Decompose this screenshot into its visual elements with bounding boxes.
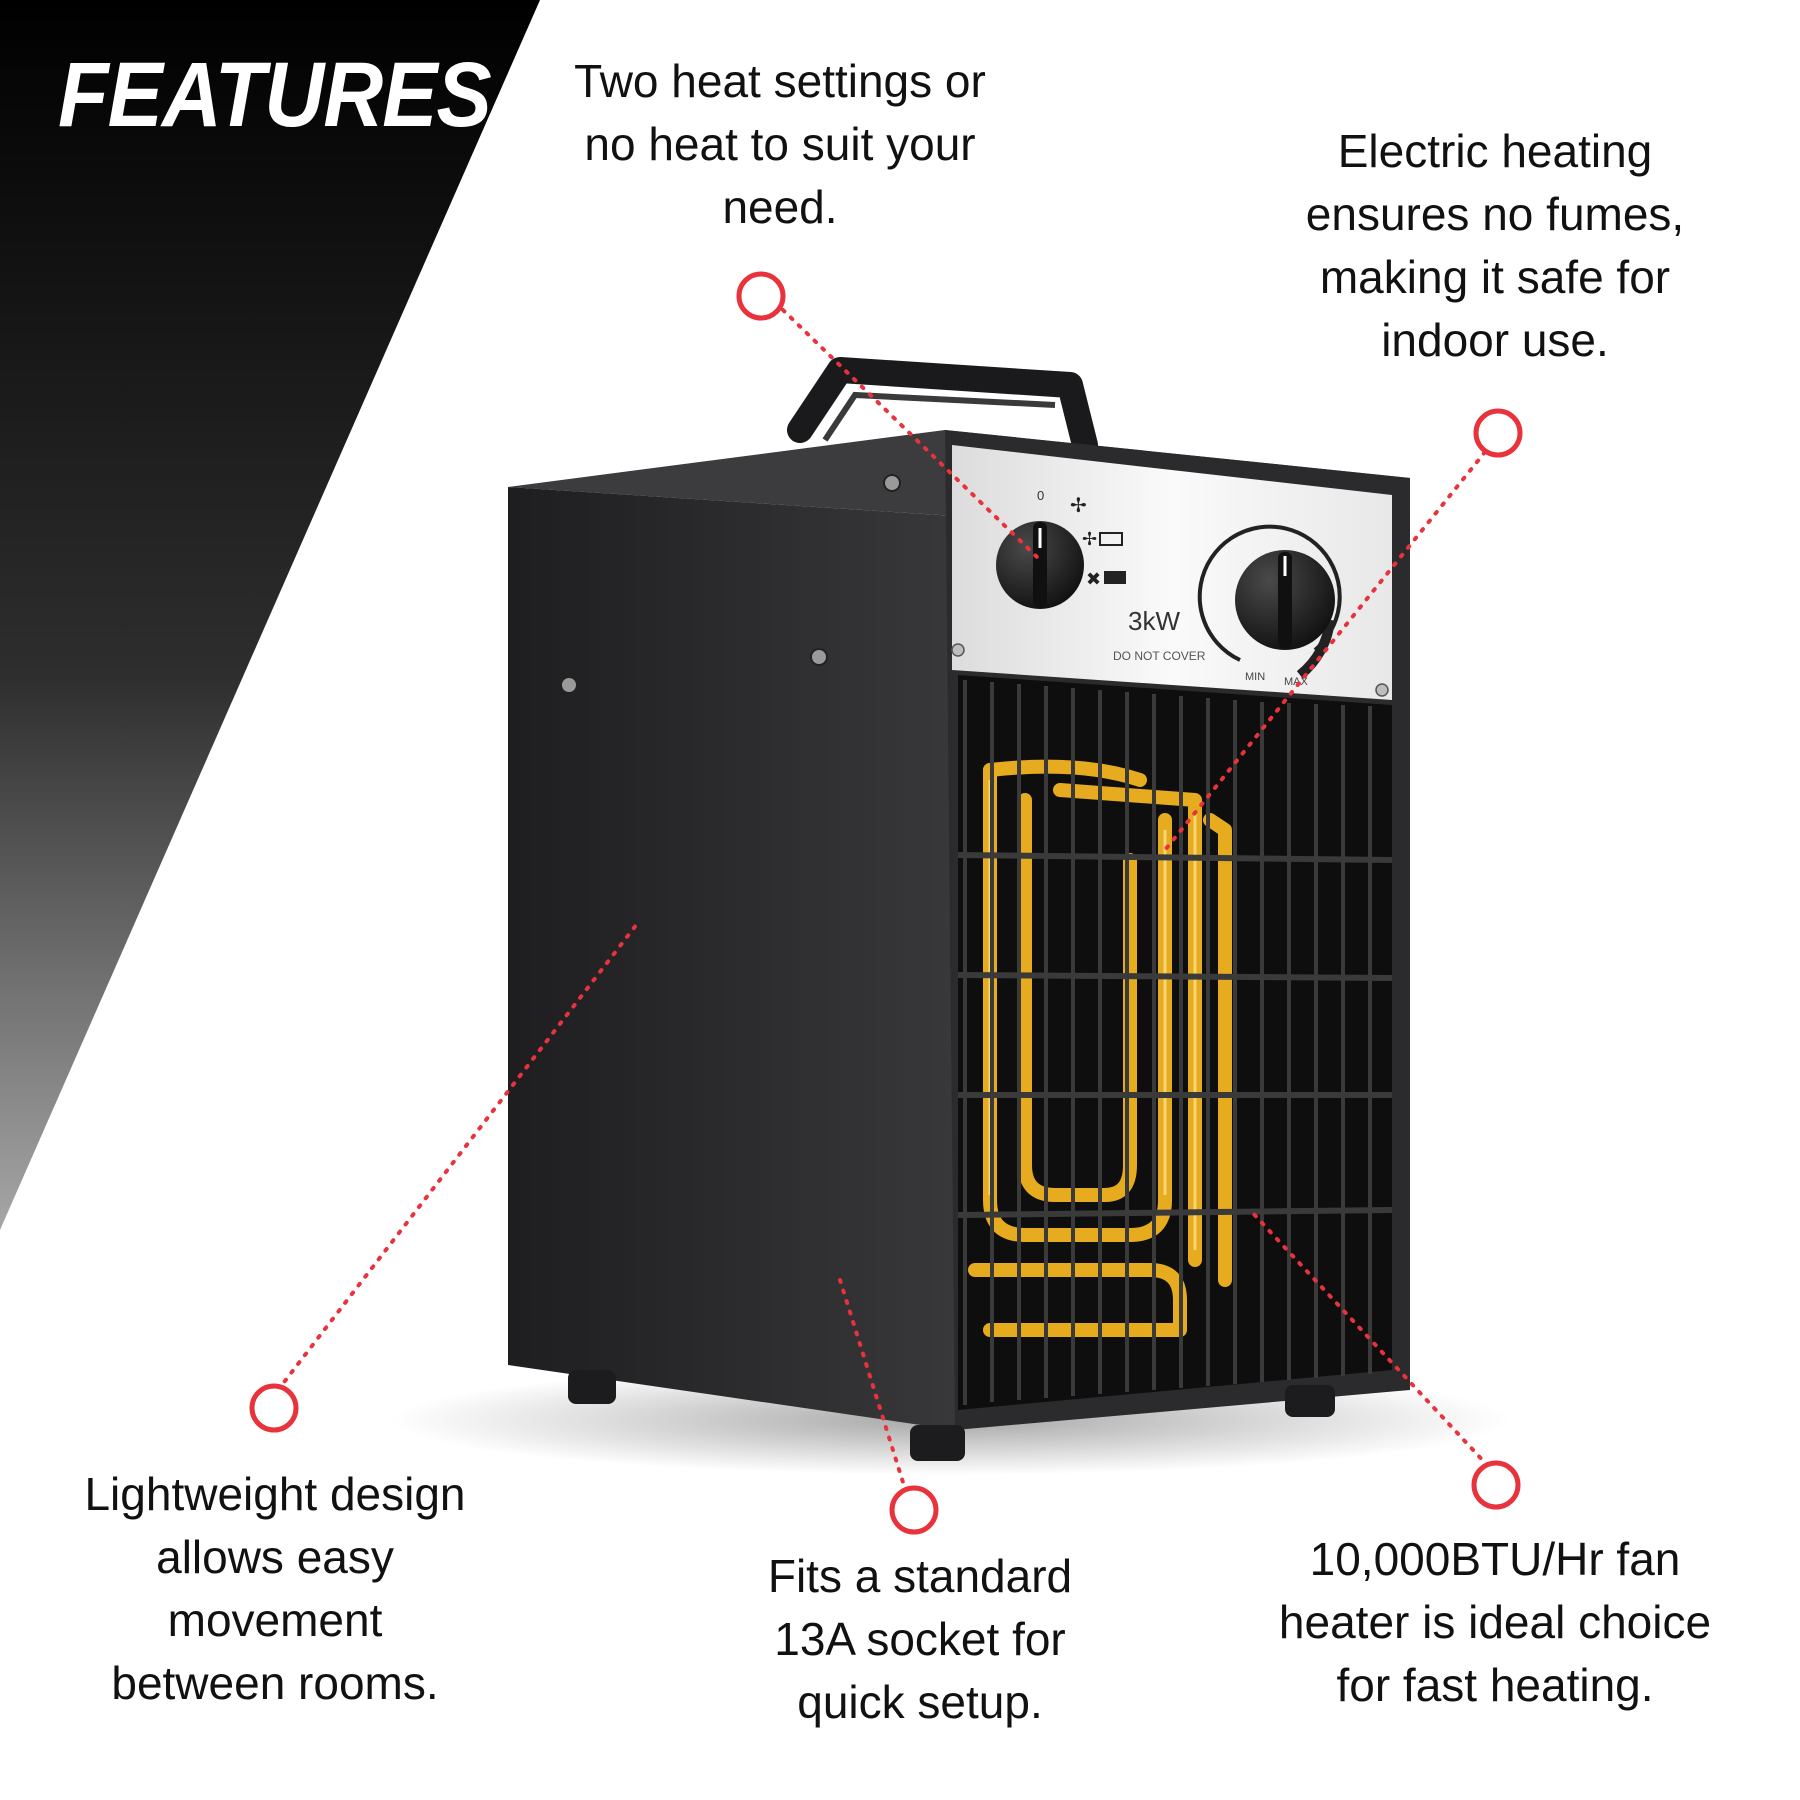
fan-only-icon: ✢ <box>1070 493 1087 517</box>
feature-line: need. <box>722 181 838 233</box>
svg-text:✢: ✢ <box>1082 529 1097 550</box>
feature-line: Fits a standard <box>767 1550 1073 1602</box>
thermostat-dial[interactable] <box>1197 524 1342 679</box>
feature-line: making it safe for <box>1319 251 1671 303</box>
side-screws <box>560 474 901 694</box>
full-heat-icon: ✖ <box>1086 569 1126 590</box>
carry-handle <box>787 357 1098 458</box>
heading-banner <box>0 0 540 1230</box>
half-heat-icon: ✢ <box>1082 529 1123 550</box>
heater-feet <box>568 1370 1335 1461</box>
svg-text:✢: ✢ <box>1070 493 1087 517</box>
feature-line: for fast heating. <box>1336 1659 1654 1711</box>
power-rating-label: 3kW <box>1128 606 1180 636</box>
feature-line: no heat to suit your <box>584 118 976 170</box>
feature-line: quick setup. <box>797 1676 1043 1728</box>
feature-line: ensures no fumes, <box>1305 188 1685 240</box>
feature-heat-settings: Two heat settings or no heat to suit you… <box>520 50 1040 239</box>
heat-setting-knob[interactable] <box>996 521 1084 609</box>
dial-min-label: MIN <box>1245 671 1265 683</box>
feature-line: between rooms. <box>111 1657 439 1709</box>
feature-line: heater is ideal choice <box>1278 1596 1712 1648</box>
feature-standard-socket: Fits a standard 13A socket for quick set… <box>680 1545 1160 1734</box>
feature-line: Electric heating <box>1337 125 1653 177</box>
callout-marker-socket <box>889 1485 939 1535</box>
page-heading: FEATURES <box>58 44 492 146</box>
callout-marker-electric-heating <box>1473 408 1523 458</box>
feature-line: 10,000BTU/Hr fan <box>1309 1533 1681 1585</box>
heater-side-panel <box>508 487 955 1430</box>
feature-line: Lightweight design <box>84 1468 466 1520</box>
panel-screws <box>951 643 1389 697</box>
warning-label: DO NOT COVER <box>1113 649 1206 663</box>
feature-line: Two heat settings or <box>574 55 986 107</box>
feature-lightweight-design: Lightweight design allows easy movement … <box>30 1463 520 1715</box>
callout-leaders <box>276 308 1490 1494</box>
feature-btu-output: 10,000BTU/Hr fan heater is ideal choice … <box>1210 1528 1780 1717</box>
feature-line: 13A socket for <box>774 1613 1066 1665</box>
callout-marker-heat-settings <box>736 271 786 321</box>
safety-grille <box>957 680 1393 1405</box>
feature-line: indoor use. <box>1381 314 1609 366</box>
feature-line: movement <box>167 1594 383 1646</box>
feature-electric-heating: Electric heating ensures no fumes, makin… <box>1230 120 1760 372</box>
dial-max-label: MAX <box>1284 676 1309 688</box>
switch-off-label: 0 <box>1037 488 1044 503</box>
callout-marker-btu <box>1471 1460 1521 1510</box>
callout-markers <box>249 271 1523 1535</box>
svg-text:✖: ✖ <box>1086 569 1101 590</box>
feature-line: allows easy <box>156 1531 394 1583</box>
callout-marker-lightweight <box>249 1383 299 1433</box>
